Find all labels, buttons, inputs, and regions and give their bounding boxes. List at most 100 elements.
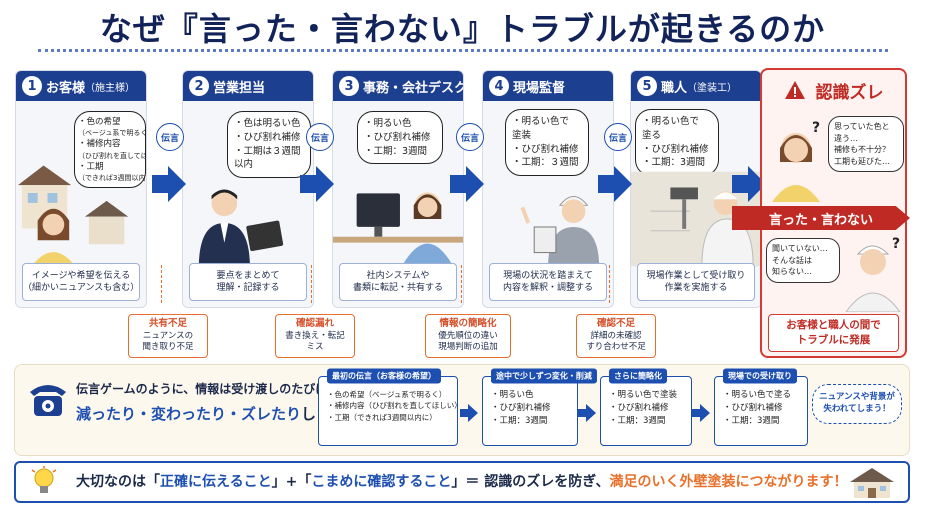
flow-arrow — [300, 166, 334, 202]
step-subtitle: （塗装工） — [687, 82, 738, 94]
house-icon — [850, 468, 894, 498]
stage-items: ・明るい色で塗る・ひび割れ補修・工期：3週間 — [723, 390, 792, 426]
thought-line: ・ひび割れ補修 — [234, 131, 301, 143]
step-caption: イメージや希望を伝える（細かいニュアンスも含む） — [22, 263, 140, 301]
relay-bubble: 伝言 — [456, 123, 484, 151]
thought-line: ・ひび割れ補修 — [642, 143, 709, 155]
step-number: 1 — [22, 76, 42, 96]
sales-illustration — [198, 189, 284, 269]
step-caption: 要点をまとめて理解・記録する — [189, 263, 307, 301]
game-text-line1: 伝言ゲームのように、情報は受け渡しのたびに — [76, 382, 328, 396]
warning-connector — [609, 265, 610, 303]
thought-line: ・工期は３週間 — [234, 145, 301, 157]
thought-line: 以内 — [234, 159, 254, 171]
thought-line: ・ひび割れ補修 — [512, 143, 579, 155]
stage-label: 途中で少しずつ変化・削減 — [491, 368, 597, 384]
worker-confused-bubble: 聞いていない…そんな話は知らない… — [766, 238, 840, 283]
stage-items: ・明るい色・ひび割れ補修・工期：3週間 — [491, 390, 551, 426]
gap-header: 認識ズレ — [762, 70, 905, 110]
stage-box: 最初の伝言（お客様の希望） ・色の希望（ベージュ系で明るく）・補修内容（ひび割れ… — [318, 368, 462, 446]
warning-title: 確認不足 — [596, 318, 635, 329]
stage-arrow — [460, 404, 478, 422]
step-number: 3 — [339, 76, 359, 96]
customer-illustration — [17, 165, 129, 266]
title-divider — [38, 49, 888, 52]
step-caption: 現場作業として受け取り作業を実施する — [637, 263, 755, 301]
customer-confused-bubble: 思っていた色と違う…補修も不十分？工期も延びた… — [828, 116, 904, 173]
thought-line: ・工期：3週間 — [364, 145, 428, 157]
stage-arrow — [578, 404, 596, 422]
thought-line: ・明るい色で — [642, 116, 700, 127]
gap-footer: お客様と職人の間でトラブルに発展 — [768, 314, 899, 352]
thought-line: 塗装 — [512, 129, 532, 141]
thought-line: ・補修内容 — [78, 139, 121, 150]
stage-items: ・色の希望（ベージュ系で明るく）・補修内容（ひび割れを直してほしい）・工期（でき… — [327, 390, 462, 422]
telephone-icon — [30, 385, 66, 416]
step-title: 職人 — [661, 80, 688, 96]
stage-box: さらに簡略化 ・明るい色で塗装・ひび割れ補修・工期：3週間 — [600, 368, 692, 446]
thought-line: ・明るい色 — [364, 118, 412, 129]
step-number: 5 — [637, 76, 657, 96]
warning-box: 共有不足 ニュアンスの 聞き取り不足 — [128, 314, 208, 358]
sales-thought-bubble: ・色は明るい色 ・ひび割れ補修 ・工期は３週間 以内 — [227, 111, 311, 179]
office-thought-bubble: ・明るい色 ・ひび割れ補修 ・工期：3週間 — [357, 111, 443, 165]
warning-title: 情報の簡略化 — [439, 318, 497, 329]
warning-line: 詳細の未確認 — [590, 330, 642, 341]
step-number: 2 — [189, 76, 209, 96]
confused-worker-illustration: ? — [845, 236, 901, 312]
thought-line: ・色は明るい色 — [234, 118, 301, 129]
svg-text:?: ? — [812, 120, 820, 136]
summary-bar — [14, 461, 910, 503]
warning-box: 情報の簡略化 優先順位の違い 現場判断の追加 — [425, 314, 511, 358]
confused-customer-illustration: ? — [772, 120, 820, 202]
office-illustration — [333, 192, 463, 267]
summary-text: 大切なのは「正確に伝えること」+「こまめに確認すること」＝ 認識のズレを防ぎ、満… — [76, 474, 848, 490]
thought-note: （できれば3週間以内に） — [78, 174, 146, 183]
craftsman-thought-bubble: ・明るい色で 塗る ・ひび割れ補修 ・工期：3週間 — [635, 109, 719, 177]
stage-label: 最初の伝言（お客様の希望） — [327, 368, 441, 384]
step-caption: 現場の状況を踏まえて内容を解釈・調整する — [489, 263, 607, 301]
customer-thought-bubble: ・色の希望 （ベージュ系で明るく） ・補修内容 （ひび割れを直してほしい） ・工… — [74, 111, 147, 189]
step-subtitle: （施主様） — [85, 82, 136, 94]
thought-line: ・色の希望 — [78, 117, 121, 127]
step-title: 現場監督 — [513, 80, 566, 96]
thought-line: ・明るい色で — [512, 116, 570, 127]
stage-arrow — [692, 404, 710, 422]
stage-label: さらに簡略化 — [609, 368, 667, 384]
lightbulb-icon — [31, 466, 57, 493]
svg-text:?: ? — [892, 236, 900, 252]
warning-line: 現場判断の追加 — [438, 342, 498, 353]
relay-bubble: 伝言 — [156, 123, 184, 151]
game-text-line2: 減ったり・変わったり・ズレたりします。 — [76, 405, 360, 423]
warning-title: 共有不足 — [148, 318, 187, 329]
flow-arrow — [450, 166, 484, 202]
warning-line: 聞き取り不足 — [142, 342, 194, 353]
warning-line: すり合わせ不足 — [586, 342, 646, 353]
warning-connector — [161, 265, 162, 303]
thought-note: （ひび割れを直してほしい） — [78, 151, 146, 160]
step-number: 4 — [489, 76, 509, 96]
warning-connector — [311, 265, 312, 303]
said-not-said-banner: 言った・言わない — [732, 206, 910, 230]
thought-note: （ベージュ系で明るく） — [78, 129, 147, 138]
step-title: 事務・会社デスク — [363, 80, 464, 96]
warning-icon — [784, 81, 805, 99]
thought-line: ・工期：３週間 — [512, 157, 579, 169]
supervisor-illustration — [520, 195, 600, 269]
stage-box: 途中で少しずつ変化・削減 ・明るい色・ひび割れ補修・工期：3週間 — [482, 368, 597, 446]
warning-line: ミス — [306, 342, 324, 353]
stage-box: 現場での受け取り ・明るい色で塗る・ひび割れ補修・工期：3週間 — [714, 368, 808, 446]
warning-connector — [461, 265, 462, 303]
thought-line: ・ひび割れ補修 — [364, 131, 431, 143]
relay-bubble: 伝言 — [604, 123, 632, 151]
flow-arrow — [598, 166, 632, 202]
